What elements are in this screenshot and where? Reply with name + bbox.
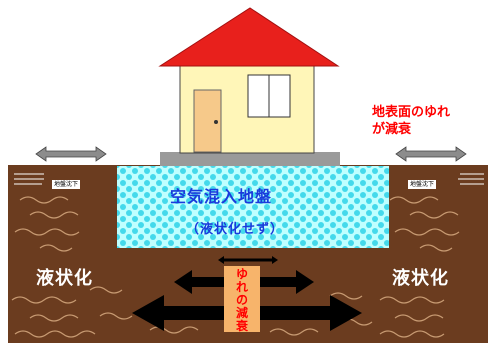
liquefaction-label-right: 液状化 [392,268,449,289]
door-knob [214,120,218,124]
reduce-char: れ [235,280,248,294]
foundation [160,152,340,166]
shaking-reduced-line1: 地表面のゆれ [372,105,451,120]
surface-arrow-left [35,146,107,162]
reduce-char: 衰 [235,319,248,333]
reduce-box [224,266,260,332]
reduce-char: 減 [235,306,248,320]
reduce-label: ゆ れ の 減 衰 [224,268,260,333]
air-ground-subtitle: （液状化せず） [186,222,285,237]
shaking-reduced-line2: が減衰 [372,122,412,137]
subsidence-label-right: 地盤沈下 [408,180,437,189]
shake-arrow-small [218,256,278,264]
liquefaction-label-left: 液状化 [36,268,93,289]
subsidence-marks [14,173,484,185]
house-roof [158,7,340,67]
air-ground-title: 空気混入地盤 [170,187,273,206]
house [158,7,340,154]
subsidence-label-left: 地盤沈下 [52,180,81,189]
reduce-char: の [235,293,248,307]
air-ground-bubbles [117,166,389,248]
soil-texture [11,196,460,338]
shaking-reduced-note: 地表面のゆれ が減衰 [372,104,450,138]
reduce-char: ゆ [235,267,248,281]
surface-arrow-right [395,146,467,162]
